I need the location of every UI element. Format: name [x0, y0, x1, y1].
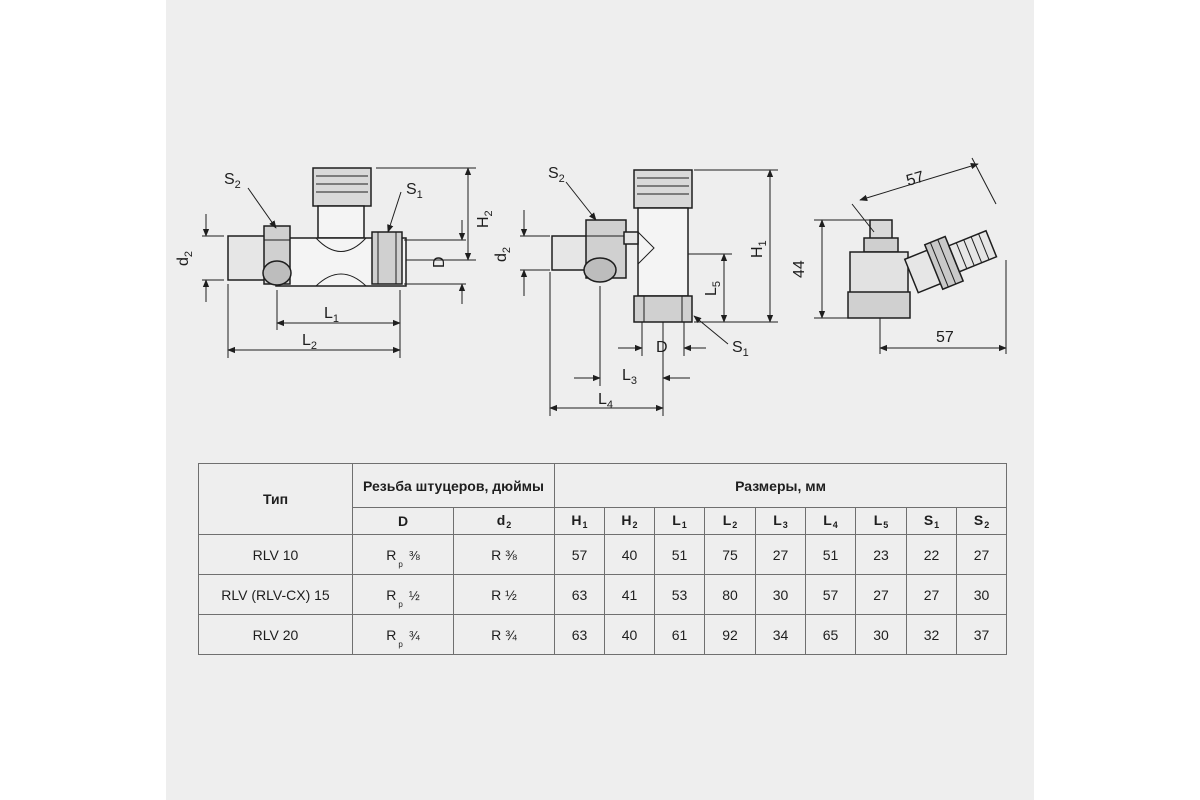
subheader-s1: S1	[906, 507, 957, 535]
cell-d2: R ½	[453, 574, 555, 615]
cell-value: 75	[704, 534, 756, 575]
straight-valve-dimensions	[202, 167, 476, 358]
label-l3: L3	[622, 367, 637, 387]
subheader-l2: L2	[704, 507, 756, 535]
cell-d: Rp½	[352, 574, 454, 615]
drawing-sheet	[166, 0, 1034, 800]
angled-fitting-labels: 44 57 57	[791, 169, 954, 346]
subheader-d: D	[352, 507, 454, 535]
cell-value: 37	[955, 614, 1008, 655]
cell-value: 30	[755, 574, 806, 615]
label-d2: d2	[175, 251, 195, 266]
technical-drawings: S2 S1 d2 D H2 L1 L2	[166, 140, 1034, 440]
subheader-l4: L4	[805, 507, 856, 535]
label-s1-angle: S1	[732, 339, 749, 359]
label-s2: S2	[224, 171, 241, 191]
label-l1: L1	[324, 305, 339, 325]
subheader-s2: S2	[955, 507, 1008, 535]
subheader-l3: L3	[755, 507, 806, 535]
label-h1: H1	[749, 240, 769, 258]
table-row: RLV 10 Rp⅜ R ⅜ 57 40 51 75 27 51 23 22 2…	[198, 534, 1008, 575]
cell-value: 63	[554, 614, 605, 655]
cell-value: 80	[704, 574, 756, 615]
header-dimensions: Размеры, мм	[553, 463, 1008, 508]
label-d: D	[431, 256, 448, 268]
cell-type: RLV 20	[198, 614, 353, 655]
angle-valve-dimensions	[520, 169, 778, 416]
cell-d: Rp⅜	[352, 534, 454, 575]
label-44: 44	[791, 260, 808, 278]
cell-value: 23	[855, 534, 907, 575]
label-l5: L5	[703, 281, 723, 296]
cell-value: 57	[554, 534, 605, 575]
angled-fitting-dimensions	[814, 157, 1007, 354]
angle-valve-drawing	[551, 169, 693, 323]
table-row: RLV 20 Rp¾ R ¾ 63 40 61 92 34 65 30 32 3…	[198, 614, 1008, 655]
cell-value: 65	[805, 614, 856, 655]
dimensions-table: Тип Резьба штуцеров, дюймы Размеры, мм D…	[198, 463, 1008, 655]
straight-valve-labels: S2 S1 d2 D H2 L1 L2	[175, 171, 495, 352]
cell-value: 40	[604, 534, 655, 575]
cell-d2: R ¾	[453, 614, 555, 655]
cell-value: 40	[604, 614, 655, 655]
subheader-l5: L5	[855, 507, 907, 535]
table-row: RLV (RLV-CX) 15 Rp½ R ½ 63 41 53 80 30 5…	[198, 574, 1008, 615]
cell-d2: R ⅜	[453, 534, 555, 575]
label-l4: L4	[598, 391, 613, 411]
cell-d: Rp¾	[352, 614, 454, 655]
cell-value: 30	[955, 574, 1008, 615]
subheader-d2: d2	[453, 507, 555, 535]
cell-value: 34	[755, 614, 806, 655]
label-57-top: 57	[904, 169, 926, 190]
cell-value: 22	[906, 534, 957, 575]
angled-fitting-drawing	[847, 219, 998, 319]
subheader-h2: H2	[604, 507, 655, 535]
subheader-l1: L1	[654, 507, 705, 535]
label-h2: H2	[475, 210, 495, 228]
label-s1: S1	[406, 181, 423, 201]
header-thread: Резьба штуцеров, дюймы	[352, 463, 555, 508]
label-s2-angle: S2	[548, 165, 565, 185]
label-57-bottom: 57	[936, 329, 954, 346]
cell-value: 41	[604, 574, 655, 615]
cell-value: 57	[805, 574, 856, 615]
cell-value: 61	[654, 614, 705, 655]
label-d-angle: D	[656, 339, 668, 356]
subheader-row: D d2 H1 H2 L1 L2 L3 L4 L5 S1 S2	[199, 507, 1008, 535]
cell-value: 27	[955, 534, 1008, 575]
angle-valve-labels: S2 d2 H1 L5 D S1 L3 L4	[493, 165, 769, 411]
cell-value: 51	[654, 534, 705, 575]
cell-type: RLV (RLV-CX) 15	[198, 574, 353, 615]
subheader-h1: H1	[554, 507, 605, 535]
label-d2-angle: d2	[493, 247, 513, 262]
cell-value: 63	[554, 574, 605, 615]
label-l2: L2	[302, 332, 317, 352]
cell-value: 53	[654, 574, 705, 615]
cell-type: RLV 10	[198, 534, 353, 575]
header-type: Тип	[198, 463, 353, 535]
cell-value: 51	[805, 534, 856, 575]
straight-valve-drawing	[227, 167, 407, 287]
cell-value: 27	[855, 574, 907, 615]
cell-value: 27	[906, 574, 957, 615]
cell-value: 92	[704, 614, 756, 655]
cell-value: 30	[855, 614, 907, 655]
cell-value: 27	[755, 534, 806, 575]
cell-value: 32	[906, 614, 957, 655]
